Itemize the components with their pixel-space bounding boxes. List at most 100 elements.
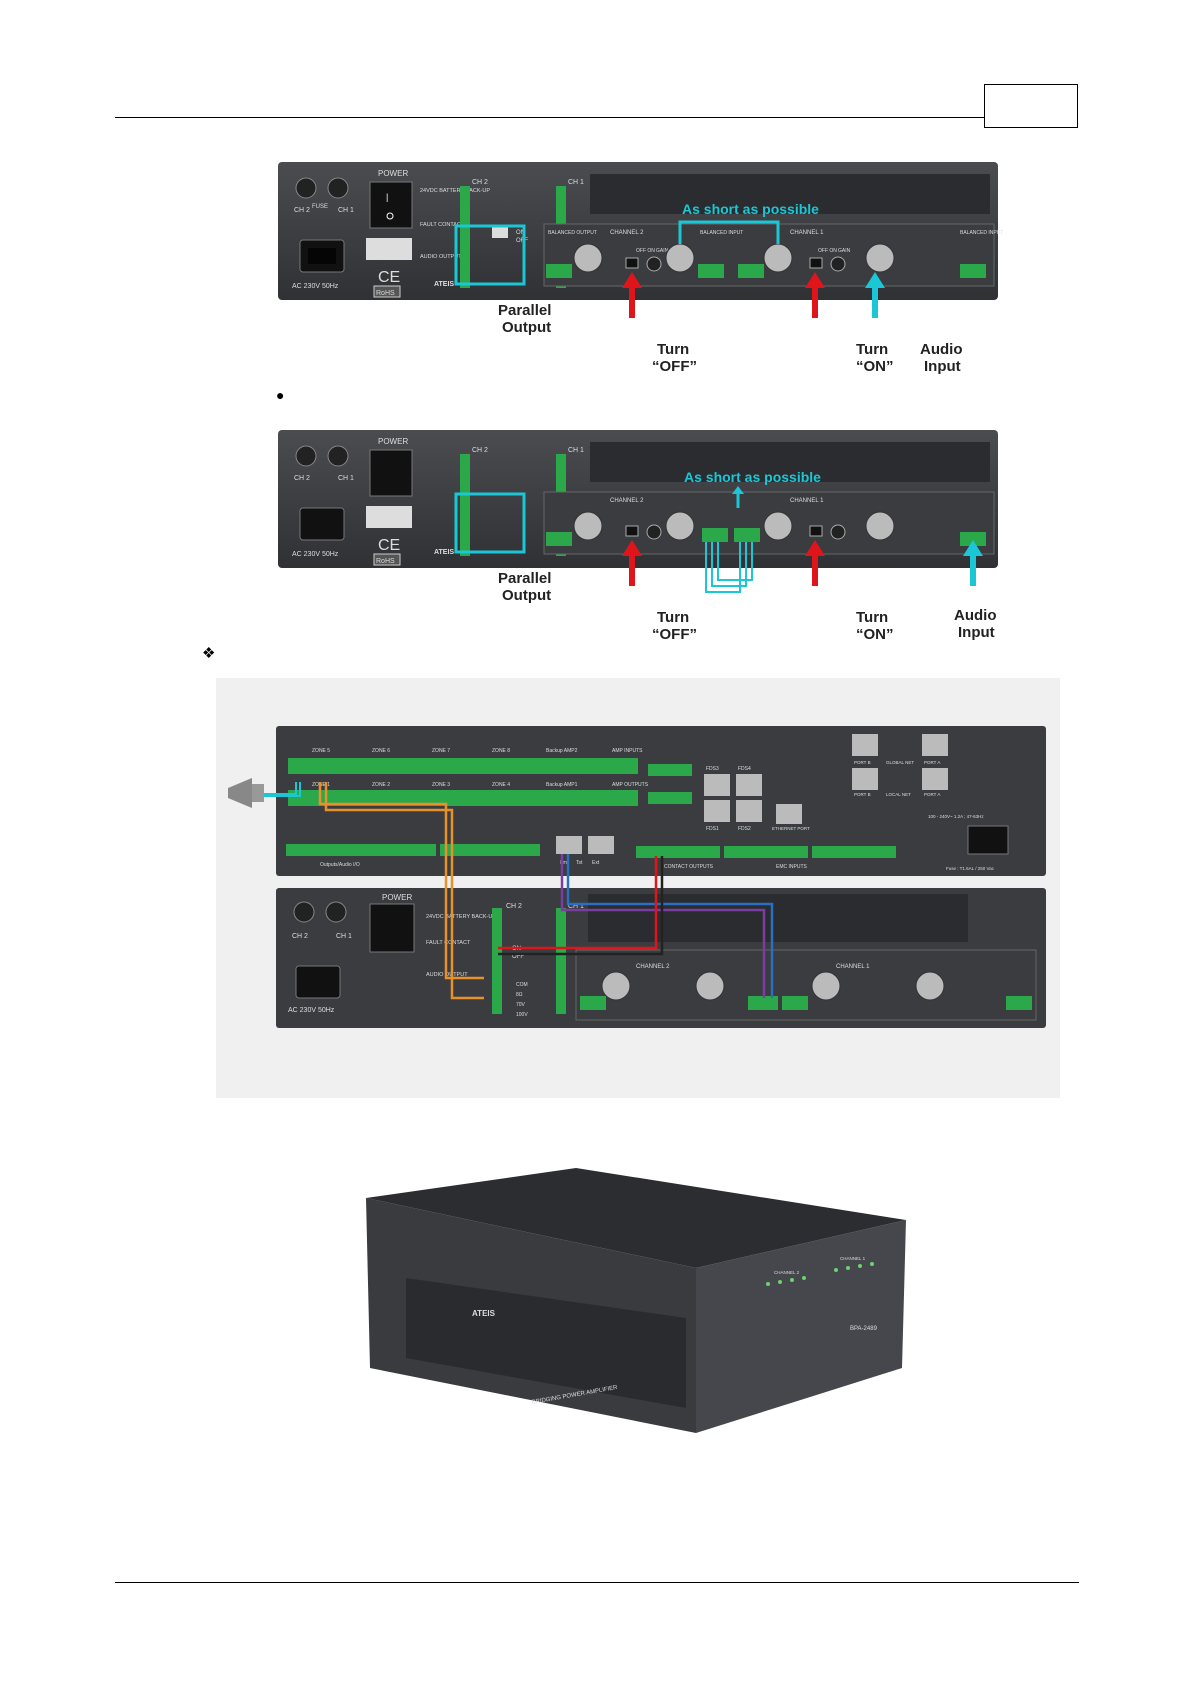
svg-text:AC 230V 50Hz: AC 230V 50Hz [292,551,339,558]
svg-text:Tst: Tst [576,860,583,866]
svg-text:FDS4: FDS4 [738,766,751,772]
svg-text:Fuse : T1.6AL / 250 Vac: Fuse : T1.6AL / 250 Vac [946,866,995,871]
svg-text:ON: ON [516,230,525,236]
ac-inlet-icon [967,825,1009,855]
svg-text:Backup AMP1: Backup AMP1 [546,782,578,788]
svg-text:CH 2: CH 2 [292,933,308,940]
svg-text:BALANCED INPUT: BALANCED INPUT [700,230,743,236]
svg-text:Output: Output [502,319,551,336]
vent-grille [590,174,990,214]
fuse-icon [295,445,317,467]
svg-text:GAIN: GAIN [838,248,851,254]
page-number-box [984,84,1078,128]
horn-speaker-icon [228,778,264,808]
figure-3-system-wiring: ZONE 5 ZONE 6 ZONE 7 ZONE 8 Backup AMP2 … [228,726,1046,1028]
svg-text:“ON”: “ON” [856,626,894,643]
svg-text:PORT B: PORT B [854,792,871,797]
svg-text:CH 2: CH 2 [472,179,488,186]
xlr-input-ch1 [865,243,895,273]
short-as-possible-note: As short as possible [682,201,819,217]
vent-grille [588,894,968,942]
amp-side-face [696,1220,906,1433]
fds-port [736,774,762,796]
svg-text:ZONE 7: ZONE 7 [432,748,450,754]
svg-text:Input: Input [924,358,961,375]
gain-knob-ch2 [646,256,662,272]
svg-text:CONTACT OUTPUTS: CONTACT OUTPUTS [664,864,714,870]
svg-text:Lm: Lm [560,860,567,866]
svg-text:FDS3: FDS3 [706,766,719,772]
speaker-cable [264,782,301,797]
speaker-line-cable [318,782,484,980]
svg-text:100V: 100V [516,1012,528,1018]
svg-text:ZONE 6: ZONE 6 [372,748,390,754]
svg-text:CH 1: CH 1 [568,447,584,454]
vent-grille [406,1278,686,1408]
audio-input-label: Audio [920,341,963,358]
brand-label: ATEIS [434,281,454,288]
short-as-possible-note: As short as possible [684,469,821,485]
ch2-terminal-block [460,186,470,288]
parallel-output-highlight [454,492,526,554]
power-switch [369,181,413,229]
svg-text:Input: Input [958,624,995,641]
figure-2-labels: Parallel Output Turn “OFF” Turn “ON” Aud… [498,570,997,643]
amp-top-face [366,1168,906,1268]
svg-text:CH 2: CH 2 [506,903,522,910]
svg-text:CH 1: CH 1 [338,475,354,482]
fuse-icon [327,177,349,199]
fds-port [736,800,762,822]
svg-text:GLOBAL NET: GLOBAL NET [886,760,914,765]
local-net-port-b [852,768,878,790]
figure-1-amplifier-rear: CH 2 FUSE CH 1 POWER | AC 230V 50Hz CE R… [278,162,1003,318]
svg-text:AMP INPUTS: AMP INPUTS [612,748,643,754]
svg-text:Ext: Ext [592,860,600,866]
parallel-output-label: Parallel [498,302,551,319]
svg-text:PORT A: PORT A [924,760,940,765]
figure-2-amplifier-rear: CH 2 CH 1 POWER AC 230V 50Hz CE RoHS ATE… [278,430,998,593]
local-net-port-a [922,768,948,790]
fuse-icon [327,445,349,467]
svg-text:8Ω: 8Ω [516,992,523,998]
gain-knob-ch1 [830,256,846,272]
xlr-input-ch2 [665,243,695,273]
channel2-label: CHANNEL 2 [610,230,644,236]
svg-text:ZONE 4: ZONE 4 [492,782,510,788]
brand-label: ATEIS [472,1309,496,1318]
svg-text:“ON”: “ON” [856,358,894,375]
svg-text:AMP OUTPUTS: AMP OUTPUTS [612,782,649,788]
zone-terminals-bottom [288,790,638,806]
ac-label: AC 230V 50Hz [292,283,339,290]
bullet-diamond-icon: ❖ [202,645,216,662]
switch-ch1 [809,257,823,269]
svg-text:RoHS: RoHS [376,558,395,565]
svg-text:CH 1: CH 1 [336,933,352,940]
fuse-label: FUSE [312,204,328,210]
short-link-cable [678,220,780,244]
svg-text:Backup AMP2: Backup AMP2 [546,748,578,754]
svg-text:|: | [386,192,388,202]
ac-inlet-icon [295,965,341,999]
svg-text:CHANNEL 1: CHANNEL 1 [836,964,870,970]
rohs-mark: RoHS [376,290,395,297]
svg-text:“OFF”: “OFF” [652,358,697,375]
fault-label: FAULT CONTACT [420,222,465,228]
ch2-label: CH 2 [294,207,310,214]
svg-text:ZONE 3: ZONE 3 [432,782,450,788]
svg-text:PORT A: PORT A [924,792,940,797]
turn-on-label: Turn [856,341,888,358]
svg-text:AC 230V 50Hz: AC 230V 50Hz [288,1007,335,1014]
svg-text:100 - 240V~ 1.2A ; 47-63Hz: 100 - 240V~ 1.2A ; 47-63Hz [928,814,984,819]
svg-text:FDS1: FDS1 [706,826,719,832]
svg-text:FAULT CONTACT: FAULT CONTACT [426,940,471,946]
svg-text:Parallel: Parallel [498,570,551,587]
svg-text:BALANCED INPUT: BALANCED INPUT [960,230,1003,236]
xlr-output-ch2 [573,243,603,273]
footer-rule [115,1582,1079,1583]
status-leds [766,1262,874,1286]
power-label: POWER [378,169,408,178]
svg-text:CH 1: CH 1 [568,179,584,186]
dip-switch [492,226,508,238]
switch-ch2 [625,257,639,269]
svg-text:ETHERNET PORT: ETHERNET PORT [772,826,810,831]
